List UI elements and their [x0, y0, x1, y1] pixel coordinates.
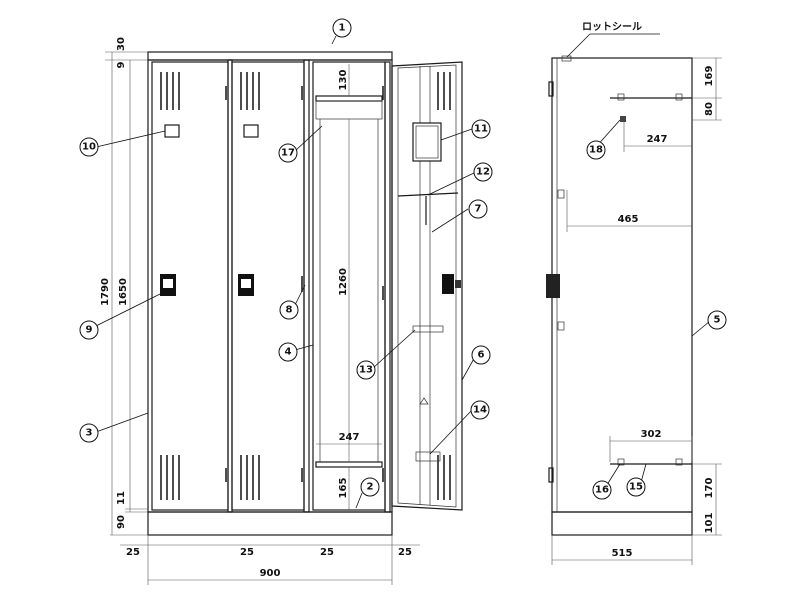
lock-seal-label: ロットシール — [582, 21, 642, 33]
callout-8: 8 — [279, 300, 299, 320]
dim-side-25-c: 25 — [320, 547, 334, 558]
svg-text:4: 4 — [285, 347, 292, 358]
callout-3: 3 — [79, 423, 99, 443]
dim-total-height: 1790 — [100, 278, 111, 306]
dim-shelf-130: 130 — [338, 70, 349, 91]
dim-side-80: 80 — [704, 102, 715, 116]
svg-text:9: 9 — [86, 325, 93, 336]
svg-text:15: 15 — [629, 482, 643, 493]
dim-side-465: 465 — [618, 214, 639, 225]
svg-text:1: 1 — [339, 23, 346, 34]
locker-base — [147, 511, 393, 536]
open-door — [391, 61, 463, 511]
callout-2: 2 — [360, 477, 380, 497]
side-base — [551, 511, 693, 536]
svg-text:5: 5 — [714, 315, 721, 326]
mirror — [412, 122, 442, 162]
svg-text:16: 16 — [595, 485, 609, 496]
dim-inner-247: 247 — [339, 432, 360, 443]
dim-total-width: 900 — [260, 568, 281, 579]
svg-text:18: 18 — [589, 145, 603, 156]
svg-text:7: 7 — [475, 204, 482, 215]
dim-body-height: 1650 — [118, 278, 129, 306]
coat-hook — [620, 116, 626, 122]
tie-rack — [397, 192, 459, 197]
lock-3 — [442, 274, 454, 294]
callout-18: 18 — [586, 140, 606, 160]
dim-side-247: 247 — [647, 134, 668, 145]
side-body — [551, 57, 693, 513]
side-dimensions: 169 80 247 465 302 170 101 515 — [551, 57, 722, 565]
side-lock — [546, 274, 560, 298]
callout-16: 16 — [592, 480, 612, 500]
dim-side-302: 302 — [641, 429, 662, 440]
callout-12: 12 — [473, 162, 493, 182]
name-plate — [164, 124, 180, 138]
svg-text:11: 11 — [474, 124, 488, 135]
hat-shelf — [315, 95, 383, 102]
front-dimensions: 30 9 1790 1650 11 90 130 1260 247 165 25… — [100, 37, 420, 585]
callout-4: 4 — [278, 342, 298, 362]
dim-bottom-165: 165 — [338, 478, 349, 499]
svg-text:6: 6 — [478, 350, 485, 361]
callout-5: 5 — [707, 310, 727, 330]
bottom-shelf — [315, 461, 383, 468]
dim-side-25-b: 25 — [240, 547, 254, 558]
dim-side-170: 170 — [704, 478, 715, 499]
dim-base-90: 90 — [116, 515, 127, 529]
svg-text:17: 17 — [281, 148, 295, 159]
callout-15: 15 — [626, 477, 646, 497]
umbrella-holder — [412, 325, 444, 333]
callout-14: 14 — [470, 400, 490, 420]
callouts: 1 2 3 4 5 6 7 8 9 10 11 12 13 14 15 16 1… — [79, 18, 727, 509]
top-cap — [147, 51, 393, 61]
callout-9: 9 — [79, 320, 99, 340]
dim-top-9: 9 — [116, 61, 127, 68]
lock-seal-mark — [561, 55, 572, 62]
dim-top-30: 30 — [116, 37, 127, 51]
dim-bottom-11: 11 — [116, 491, 127, 505]
callout-1: 1 — [332, 18, 352, 38]
callout-6: 6 — [471, 345, 491, 365]
svg-text:2: 2 — [367, 482, 374, 493]
dim-side-515: 515 — [612, 548, 633, 559]
svg-text:14: 14 — [473, 405, 487, 416]
callout-7: 7 — [468, 199, 488, 219]
svg-text:8: 8 — [286, 305, 293, 316]
front-view — [147, 51, 463, 536]
svg-text:13: 13 — [359, 365, 373, 376]
dim-side-101: 101 — [704, 513, 715, 534]
dim-inner-1260: 1260 — [338, 268, 349, 296]
callout-10: 10 — [79, 137, 99, 157]
callout-11: 11 — [471, 119, 491, 139]
svg-text:3: 3 — [86, 428, 93, 439]
svg-text:10: 10 — [82, 142, 96, 153]
dim-side-25-d: 25 — [398, 547, 412, 558]
dim-side-169: 169 — [704, 66, 715, 87]
side-view: ロットシール — [546, 21, 693, 536]
dim-side-25-a: 25 — [126, 547, 140, 558]
svg-text:12: 12 — [476, 167, 490, 178]
callout-17: 17 — [278, 143, 298, 163]
umbrella-tray — [415, 451, 441, 462]
callout-13: 13 — [356, 360, 376, 380]
